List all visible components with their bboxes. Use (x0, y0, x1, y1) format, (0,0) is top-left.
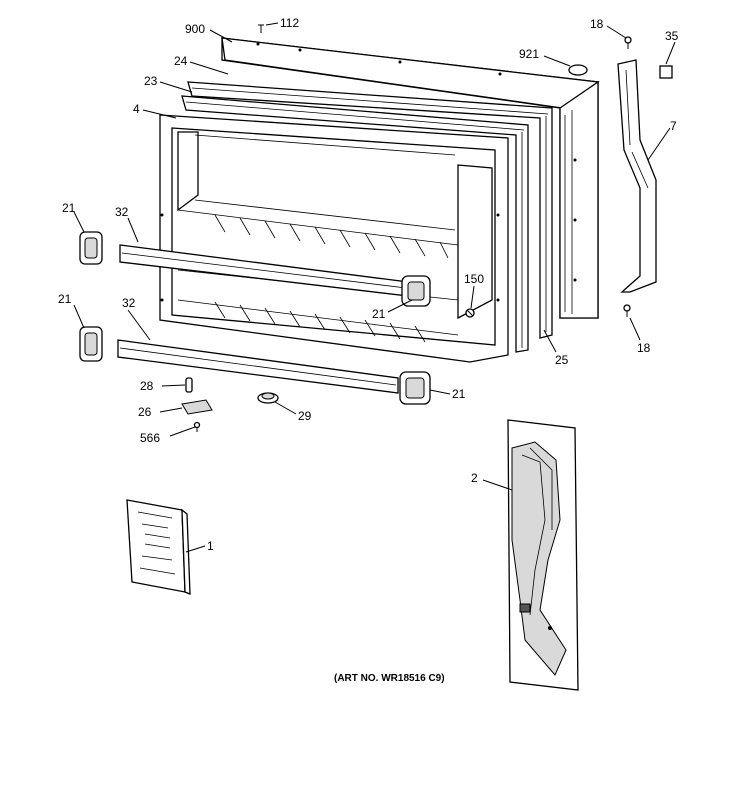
door-liner (159, 114, 509, 363)
callout-2: 2 (471, 471, 478, 485)
leader-lines (73, 22, 676, 553)
plug-button (568, 64, 588, 76)
end-cap-upper-right (401, 275, 431, 307)
door-bushing (257, 392, 279, 404)
callout-900: 900 (185, 22, 205, 36)
callout-32-upper: 32 (115, 205, 129, 219)
screw-icon (624, 36, 632, 49)
handle-end-cap (659, 65, 673, 79)
hinge-plate (181, 399, 213, 415)
callout-18-bottom: 18 (637, 341, 651, 355)
owners-manual (126, 499, 191, 595)
door-gasket (187, 81, 553, 339)
end-cap-upper-left (79, 231, 103, 265)
callout-4: 4 (133, 102, 140, 116)
callout-7: 7 (670, 119, 677, 133)
door-stop-pin (185, 377, 193, 393)
callout-32-lower: 32 (122, 296, 136, 310)
end-cap-lower-right (399, 371, 431, 405)
callout-29: 29 (298, 409, 312, 423)
callout-35: 35 (665, 29, 679, 43)
end-cap-lower-left (79, 326, 103, 362)
callout-23: 23 (144, 74, 158, 88)
callout-24: 24 (174, 54, 188, 68)
screw-icon (193, 421, 201, 432)
callout-21-upper-left: 21 (62, 201, 76, 215)
callout-21-upper-right: 21 (372, 307, 386, 321)
callout-21-lower-left: 21 (58, 292, 72, 306)
screw-icon (623, 304, 631, 317)
door-handle (617, 59, 657, 293)
callout-18-top: 18 (590, 17, 604, 31)
screw-icon (258, 24, 264, 33)
callout-921: 921 (519, 47, 539, 61)
door-panel-assembly (507, 419, 579, 691)
art-number: (ART NO. WR18516 C9) (334, 673, 445, 684)
callout-566: 566 (140, 431, 160, 445)
callout-28: 28 (140, 379, 154, 393)
shelf-bar-lower (117, 339, 399, 394)
breaker-strip (181, 95, 529, 353)
callout-26: 26 (138, 405, 152, 419)
callout-25: 25 (555, 353, 569, 367)
callout-21-lower-right: 21 (452, 387, 466, 401)
callout-1: 1 (207, 539, 214, 553)
screw-icon (465, 308, 475, 318)
outer-door-panel (221, 37, 600, 319)
callout-150: 150 (464, 272, 484, 286)
callout-112: 112 (280, 16, 299, 30)
